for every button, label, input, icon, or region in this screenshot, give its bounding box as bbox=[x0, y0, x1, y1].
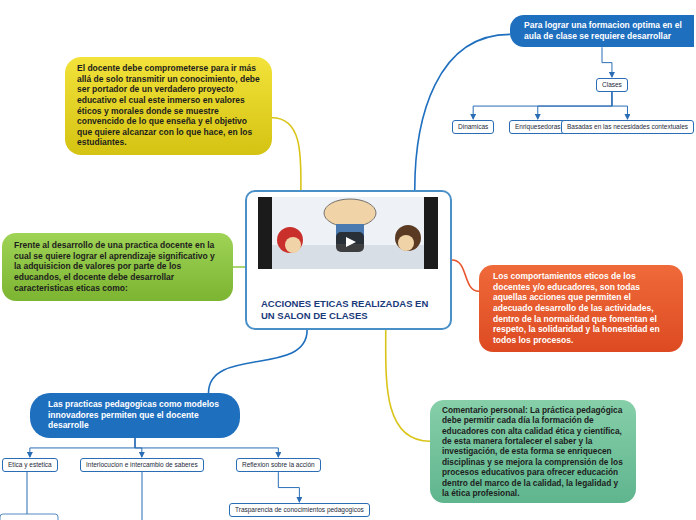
yellow-topic: El docente debe comprometerse para ir má… bbox=[65, 57, 272, 155]
branch-connector bbox=[233, 266, 245, 268]
arrow-connector bbox=[135, 438, 278, 457]
topic-text: Frente al desarrollo de una practica doc… bbox=[14, 240, 221, 293]
subtopic-box: Clases bbox=[596, 78, 628, 92]
subtopic-box: Interlocucion e intercambio de saberes bbox=[80, 458, 204, 472]
arrow-connector bbox=[278, 472, 299, 502]
partial-box bbox=[0, 514, 58, 520]
arrow-connector bbox=[473, 92, 612, 119]
subtopic-label: Enriquesedoras bbox=[515, 123, 561, 131]
branch-connector bbox=[452, 260, 479, 291]
subtopic-label: Reflexion sobre la acción bbox=[242, 461, 315, 469]
central-topic: ACCIONES ETICAS REALIZADAS EN UN SALON D… bbox=[245, 190, 452, 330]
subtopic-label: Dinamicas bbox=[458, 123, 488, 131]
branch-line bbox=[27, 470, 28, 514]
topic-text: ACCIONES ETICAS REALIZADAS EN UN SALON D… bbox=[261, 298, 438, 322]
topic-text: Los comportamientos eticos de los docent… bbox=[493, 271, 671, 345]
branch-connector bbox=[415, 34, 510, 190]
arrow-connector bbox=[30, 438, 135, 457]
blue-topic: Para lograr una formacion optima en el a… bbox=[510, 15, 694, 47]
branch-line bbox=[142, 472, 143, 520]
topic-text: Comentario personal: La práctica pedagóg… bbox=[442, 405, 626, 498]
green-topic: Frente al desarrollo de una practica doc… bbox=[2, 233, 233, 301]
subtopic-box: Enriquesedoras bbox=[509, 120, 567, 134]
arrow-connector bbox=[612, 92, 628, 119]
branch-connector bbox=[272, 118, 301, 190]
arrow-connector bbox=[602, 47, 612, 77]
teal-topic: Comentario personal: La práctica pedagóg… bbox=[430, 400, 636, 503]
blue-topic: Las practicas pedagogicas como modelos i… bbox=[30, 393, 240, 438]
topic-text: Para lograr una formacion optima en el a… bbox=[524, 20, 684, 41]
subtopic-label: Basadas en las necesidades contextuales bbox=[567, 123, 688, 131]
subtopic-box: Etica y estetica bbox=[2, 458, 58, 472]
subtopic-label: Etica y estetica bbox=[8, 461, 52, 469]
subtopic-label: Trasparencia de conocimientos pedagogico… bbox=[235, 506, 364, 514]
branch-connector bbox=[209, 330, 308, 393]
subtopic-box: Reflexion sobre la acción bbox=[236, 458, 321, 472]
subtopic-box: Basadas en las necesidades contextuales bbox=[561, 120, 694, 134]
arrow-connector bbox=[538, 92, 612, 119]
topic-text: El docente debe comprometerse para ir má… bbox=[77, 63, 260, 148]
subtopic-box: Trasparencia de conocimientos pedagogico… bbox=[229, 503, 370, 517]
branch-connector bbox=[386, 330, 430, 441]
red-topic: Los comportamientos eticos de los docent… bbox=[479, 265, 683, 352]
subtopic-label: Clases bbox=[602, 81, 622, 89]
subtopic-label: Interlocucion e intercambio de saberes bbox=[86, 461, 198, 469]
topic-text: Las practicas pedagogicas como modelos i… bbox=[48, 399, 226, 431]
subtopic-box: Dinamicas bbox=[452, 120, 494, 134]
